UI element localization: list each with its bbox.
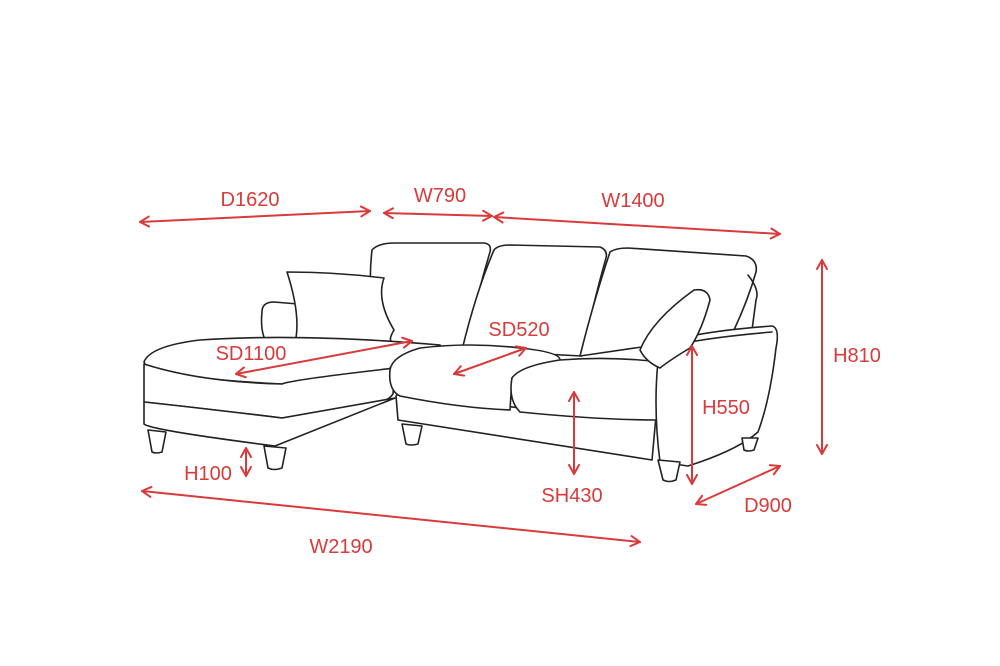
arrow-sd520 <box>453 345 527 377</box>
chaise-back-arm <box>260 301 301 343</box>
leg-main-back-right <box>741 437 759 452</box>
arrow-d1620 <box>139 205 371 228</box>
leg-chaise-front-left <box>147 429 167 454</box>
arrow-w2190 <box>141 485 641 548</box>
label-d900: D900 <box>744 495 792 517</box>
label-w790: W790 <box>414 185 466 207</box>
back-cushion-middle <box>461 244 608 357</box>
seat-cushion-right <box>510 357 661 421</box>
back-cushion-right <box>579 247 758 357</box>
dimension-arrows <box>139 205 828 548</box>
dimension-labels: D1620 W790 W1400 SD1100 SD520 H810 H550 … <box>184 185 881 558</box>
label-h100: H100 <box>184 463 232 485</box>
label-sh430: SH430 <box>541 485 602 507</box>
label-w2190: W2190 <box>309 536 372 558</box>
leg-chaise-front-right <box>263 445 287 471</box>
arrow-w1400 <box>493 211 781 240</box>
label-d1620: D1620 <box>221 189 280 211</box>
chaise-base <box>143 397 396 447</box>
arrow-w790 <box>383 207 493 222</box>
label-w1400: W1400 <box>601 190 664 212</box>
label-h810: H810 <box>833 345 881 367</box>
leg-main-front-left <box>401 423 423 446</box>
right-pillow <box>639 288 711 369</box>
leg-main-front-right <box>657 459 681 483</box>
arrow-d900 <box>695 464 781 506</box>
label-sd520: SD520 <box>488 319 549 341</box>
back-right-edge <box>747 274 758 331</box>
arrow-sd1100 <box>235 336 413 379</box>
chaise-pillow <box>286 271 395 343</box>
label-sd1100: SD1100 <box>216 343 287 365</box>
label-h550: H550 <box>702 397 750 419</box>
